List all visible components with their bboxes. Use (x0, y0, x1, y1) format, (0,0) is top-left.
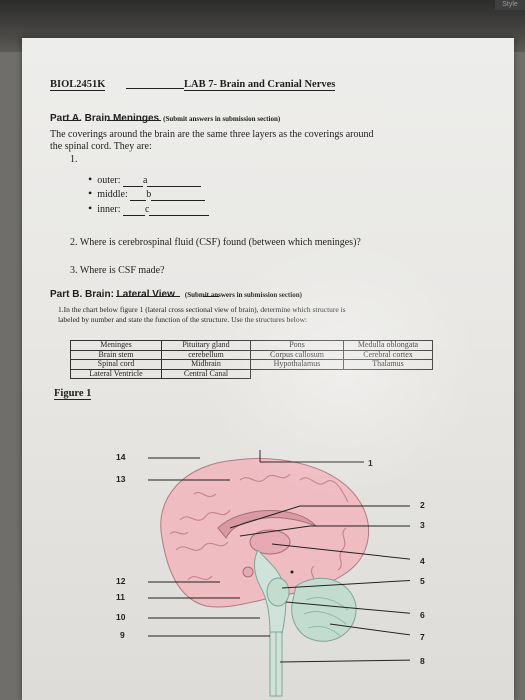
fig-label-8: 8 (420, 656, 425, 666)
fig-label-12: 12 (116, 576, 126, 586)
course-code: BIOL2451K (50, 79, 106, 91)
table-cell: Medulla oblongata (343, 340, 433, 351)
table-cell: Meninges (70, 340, 162, 351)
gyri-lines (169, 473, 349, 585)
pons-shape (266, 577, 290, 607)
table-cell: Pons (250, 340, 344, 351)
header-rule (126, 88, 184, 89)
part-b-instr-1: 1.In the chart below figure 1 (lateral c… (58, 305, 346, 314)
table-row: Lateral Ventricle Central Canal (70, 368, 433, 379)
figure-label: Figure 1 (54, 388, 92, 400)
worksheet-page: BIOL2451K LAB 7- Brain and Cranial Nerve… (22, 38, 514, 700)
question-2: 2. Where is cerebrospinal fluid (CSF) fo… (70, 237, 361, 248)
table-cell: Spinal cord (70, 359, 162, 370)
fig-label-11: 11 (116, 592, 125, 602)
question-3: 3. Where is CSF made? (70, 265, 165, 276)
fig-label-1: 1 (368, 458, 373, 468)
thalamus-shape (249, 529, 291, 555)
table-cell: Hypothalamus (250, 359, 344, 370)
table-row: Spinal cord Midbrain Hypothalamus Thalam… (70, 359, 433, 370)
lab-title: LAB 7- Brain and Cranial Nerves (184, 79, 336, 91)
layer-inner: • inner: c (88, 201, 210, 216)
layer-middle: • middle: b (88, 186, 206, 201)
table-cell (344, 369, 433, 379)
fig-label-14: 14 (116, 452, 126, 462)
fig-label-5: 5 (420, 576, 425, 586)
part-a-intro-1: The coverings around the brain are the s… (50, 129, 374, 140)
cerebellum-shape (291, 577, 357, 642)
fig-label-4: 4 (420, 556, 425, 566)
layer-outer: • outer: a (88, 172, 202, 187)
table-cell (251, 369, 344, 379)
fig-label-10: 10 (116, 612, 126, 622)
fig-label-9: 9 (120, 630, 125, 640)
leader-lines (148, 450, 410, 663)
structures-table: Meninges Pituitary gland Pons Medulla ob… (70, 340, 433, 379)
part-b-instr-2: labeled by number and state the function… (58, 315, 308, 324)
table-cell: Thalamus (343, 359, 433, 370)
q1-number: 1. (70, 154, 78, 165)
fig-label-2: 2 (420, 500, 425, 510)
part-a-intro-2: the spinal cord. They are: (50, 141, 152, 152)
table-cell: Lateral Ventricle (70, 368, 162, 379)
table-cell: Central Canal (161, 368, 251, 379)
pituitary-shape (242, 566, 254, 578)
fig-label-7: 7 (420, 632, 425, 642)
table-cell: Pituitary gland (161, 340, 251, 351)
fig-label-13: 13 (116, 474, 126, 484)
table-row: Meninges Pituitary gland Pons Medulla ob… (70, 340, 433, 351)
part-a-heading: Part A. Brain Meninges (Submit answers i… (50, 113, 281, 124)
brain-figure (148, 450, 410, 697)
fig-label-3: 3 (420, 520, 425, 530)
table-cell: Midbrain (161, 359, 251, 370)
corner-tab: Style (495, 0, 525, 10)
fig-label-6: 6 (420, 610, 425, 620)
part-b-heading: Part B. Brain: Lateral View (Submit answ… (50, 289, 302, 300)
